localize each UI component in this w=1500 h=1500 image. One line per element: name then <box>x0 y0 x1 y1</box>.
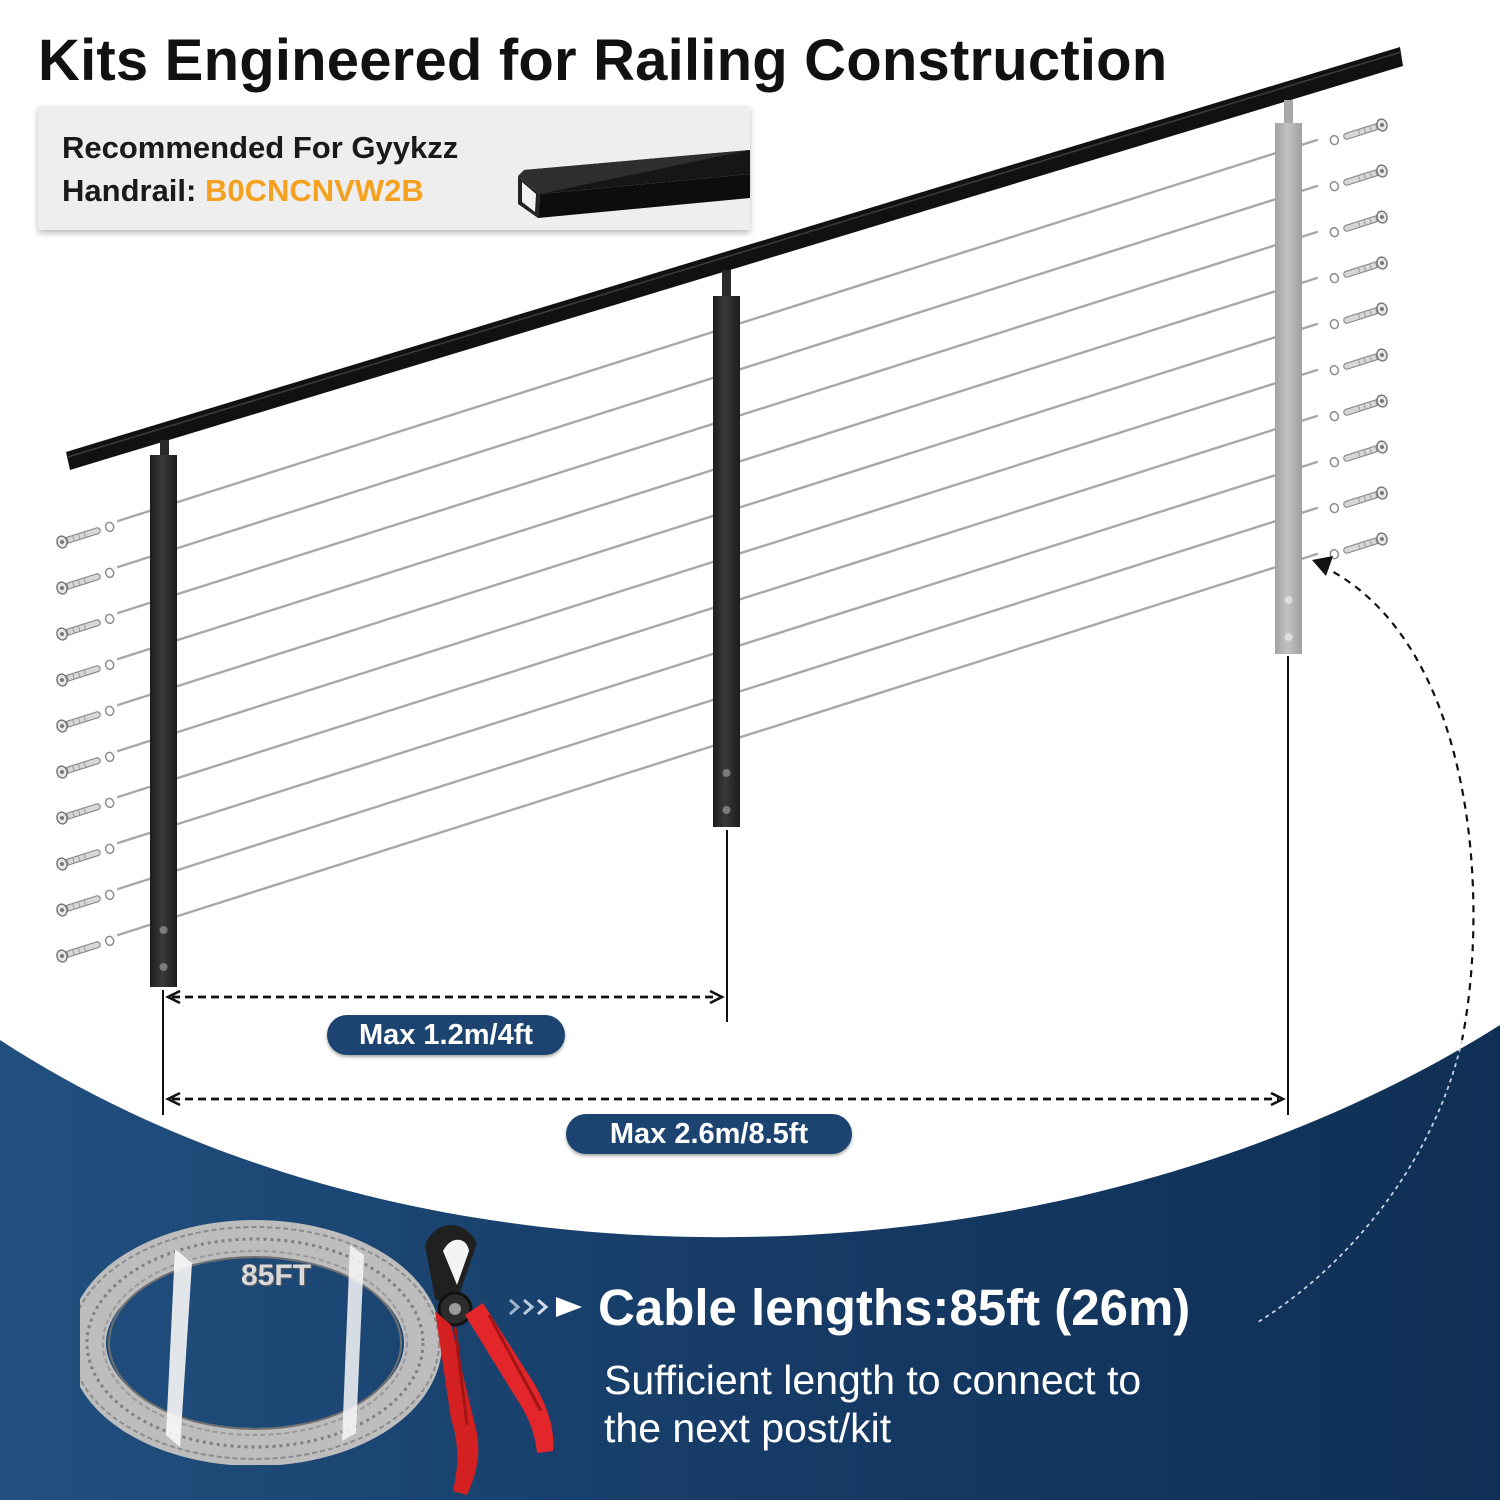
tensioner-icon <box>1327 393 1390 424</box>
continuation-arrow <box>1257 556 1475 1323</box>
tensioner-icon <box>54 519 117 550</box>
post-bracket <box>160 440 169 456</box>
tensioner-icon <box>1327 163 1390 194</box>
tensioner-icon <box>1327 301 1390 332</box>
tensioner-icon <box>1327 255 1390 286</box>
left-tensioner-column <box>54 519 117 964</box>
tensioner-icon <box>54 749 117 780</box>
tensioner-icon <box>1327 209 1390 240</box>
tensioner-icon <box>54 565 117 596</box>
tensioner-icon <box>54 611 117 642</box>
handrail-label: Handrail: <box>62 173 205 208</box>
tensioner-icon <box>54 841 117 872</box>
tensioner-icon <box>54 657 117 688</box>
coil-length-label: 85FT <box>241 1259 312 1292</box>
cable-length-description: Sufficient length to connect to the next… <box>604 1356 1304 1452</box>
end-post-left <box>150 455 177 987</box>
dimension-lines <box>162 656 1289 1115</box>
handrail-tube-icon <box>518 150 750 218</box>
description-line: Sufficient length to connect to <box>604 1357 1142 1403</box>
cable-cutter-icon <box>425 1225 554 1495</box>
description-line: the next post/kit <box>604 1405 892 1451</box>
post-spacing-label: Max 1.2m/4ft <box>327 1015 565 1055</box>
tensioner-icon <box>1327 485 1390 516</box>
navy-wave-background <box>0 1025 1500 1500</box>
tensioner-icon <box>54 933 117 964</box>
product-code: B0CNCNVW2B <box>204 173 424 208</box>
intermediate-post <box>713 296 740 827</box>
page-title: Kits Engineered for Railing Construction <box>38 28 1168 93</box>
tensioner-icon <box>1327 117 1390 148</box>
tensioner-icon <box>54 887 117 918</box>
tensioner-icon <box>1327 531 1390 562</box>
recommendation-text: Recommended For Gyykzz Handrail: B0CNCNV… <box>62 126 458 212</box>
recommendation-line: Recommended For Gyykzz <box>62 130 459 165</box>
tensioner-icon <box>1327 347 1390 378</box>
cable-length-headline: Cable lengths:85ft (26m) <box>598 1279 1191 1336</box>
triple-arrow-icon <box>509 1297 582 1317</box>
tensioner-icon <box>54 703 117 734</box>
kit-span-label: Max 2.6m/8.5ft <box>566 1114 852 1154</box>
tensioner-icon <box>54 795 117 826</box>
right-tensioner-column <box>1327 117 1390 562</box>
ghost-post-bracket <box>1284 100 1293 124</box>
post-bracket <box>722 270 731 296</box>
ghost-end-post <box>1275 123 1302 654</box>
handrail-line: Handrail: B0CNCNVW2B <box>62 169 458 212</box>
recommendation-card: Recommended For Gyykzz Handrail: B0CNCNV… <box>38 106 750 230</box>
cable-coil-icon <box>80 1220 442 1465</box>
tensioner-icon <box>1327 439 1390 470</box>
